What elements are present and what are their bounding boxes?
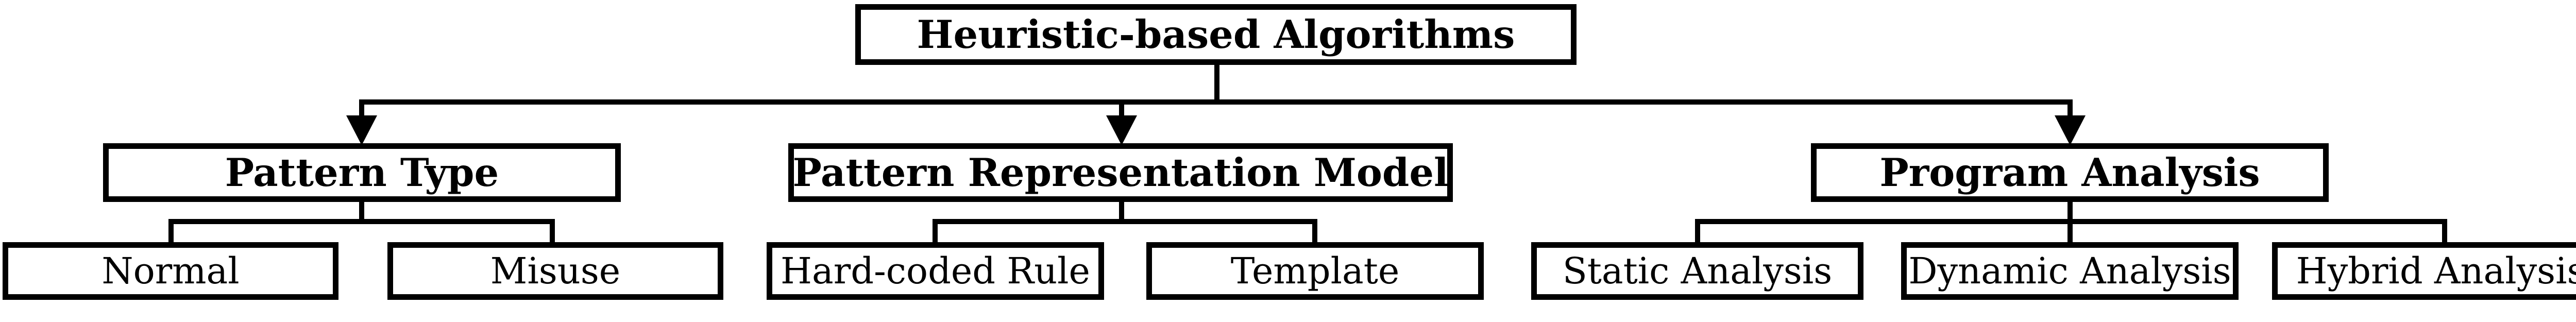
arrowhead-pattern-type [346,115,377,145]
category-label: Program Analysis [1879,150,2260,195]
leaf-label: Dynamic Analysis [1908,250,2231,292]
leaf-template: Template [1146,242,1484,300]
leaf-dynamic-analysis: Dynamic Analysis [1901,242,2239,300]
root-node: Heuristic-based Algorithms [855,4,1577,65]
category-pattern-type: Pattern Type [103,143,621,202]
leaf-hard-coded-rule: Hard-coded Rule [767,242,1104,300]
arrowhead-pattern-representation-model [1106,115,1137,145]
category-program-analysis: Program Analysis [1811,143,2329,202]
root-label: Heuristic-based Algorithms [917,12,1515,57]
leaf-misuse: Misuse [387,242,723,300]
leaf-label: Template [1230,250,1400,292]
leaf-label: Misuse [490,250,621,292]
leaf-hybrid-analysis: Hybrid Analysis [2272,242,2576,300]
leaf-label: Hard-coded Rule [781,250,1090,292]
leaf-normal: Normal [3,242,338,300]
category-label: Pattern Representation Model [792,150,1449,195]
leaf-label: Normal [101,250,240,292]
category-pattern-representation-model: Pattern Representation Model [788,143,1453,202]
leaf-label: Hybrid Analysis [2296,250,2576,292]
arrowhead-program-analysis [2055,115,2086,145]
leaf-static-analysis: Static Analysis [1531,242,1863,300]
category-label: Pattern Type [225,150,499,195]
leaf-label: Static Analysis [1562,250,1833,292]
